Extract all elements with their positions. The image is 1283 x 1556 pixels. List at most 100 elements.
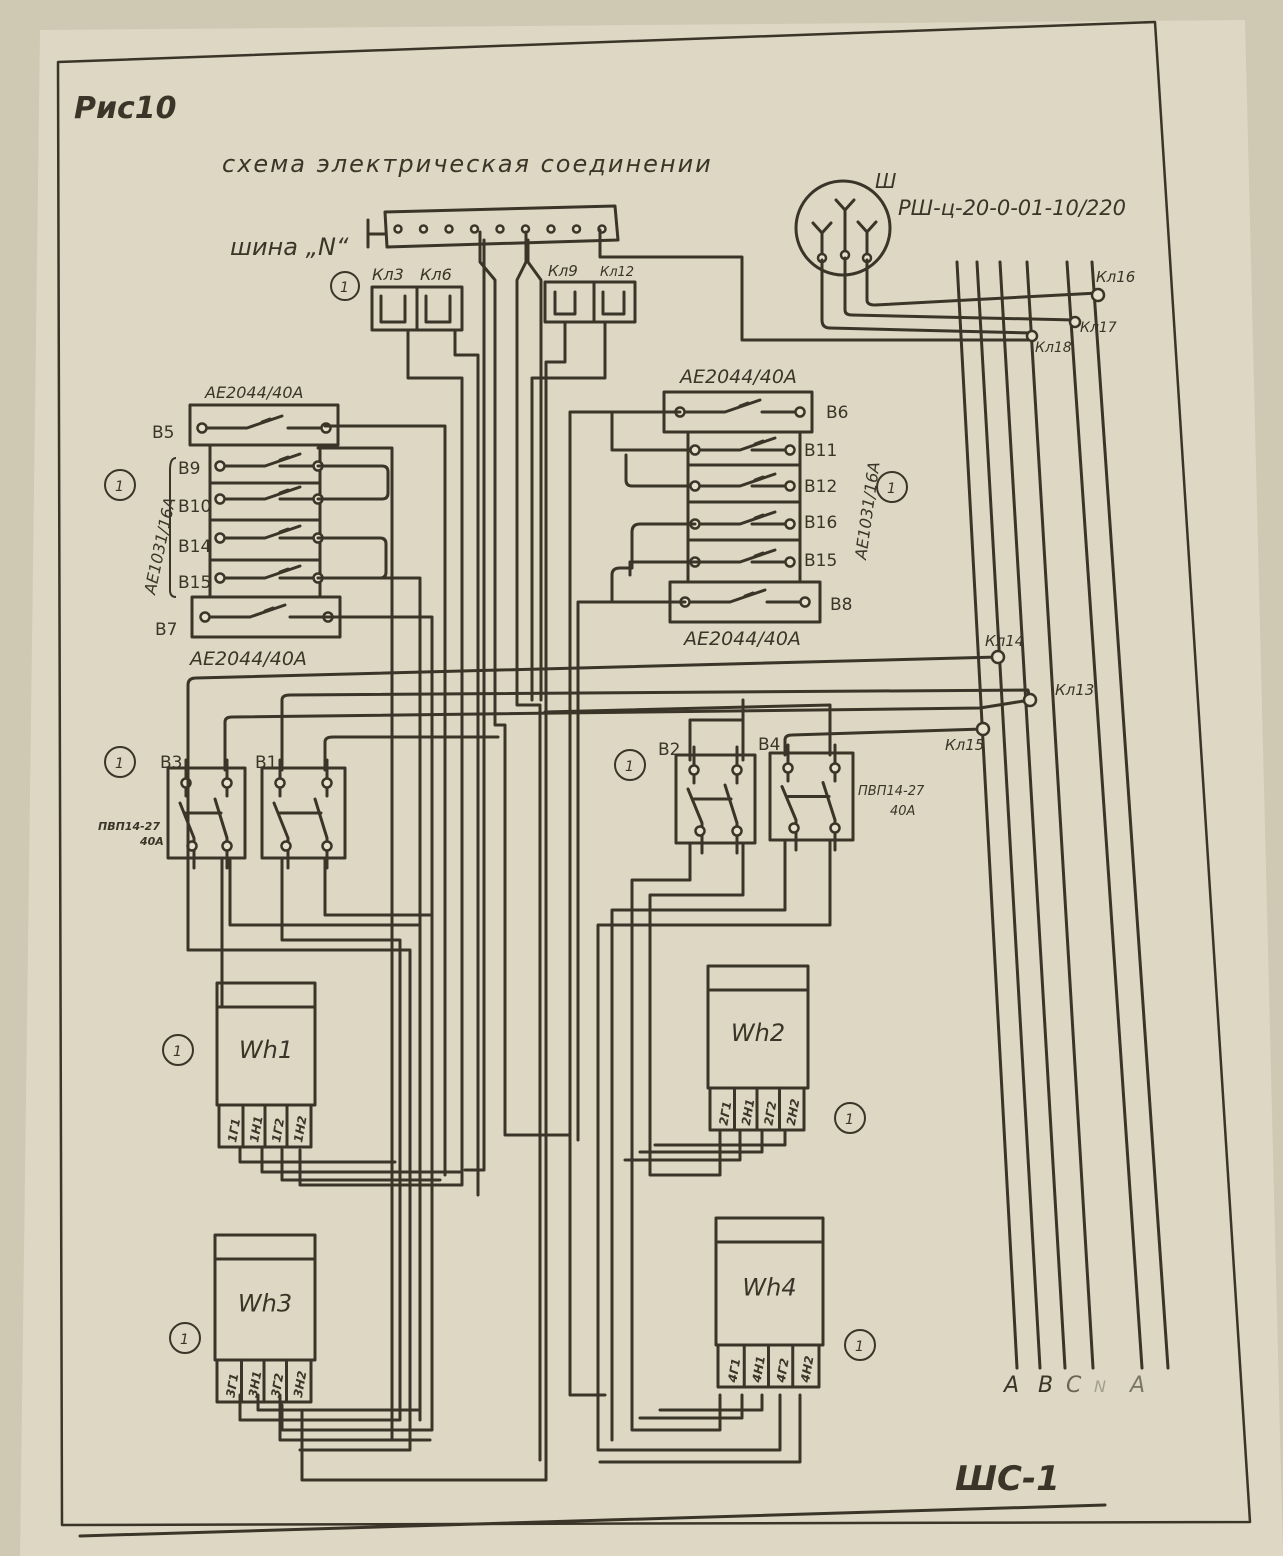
neutral-bus-label: шина „N“ <box>230 233 349 261</box>
terminal-kl13-label: Кл13 <box>1055 681 1094 699</box>
meter-terminal-label: 4Н2 <box>798 1355 817 1385</box>
drawing-code: ШС-1 <box>955 1459 1060 1499</box>
phase-label-a: A <box>1002 1373 1019 1398</box>
breaker-b8-label: B8 <box>830 595 852 615</box>
terminal-kl6-label: Кл6 <box>420 265 452 284</box>
position-marker: 1 <box>173 1044 182 1060</box>
meter-terminal-label: 3Г1 <box>223 1372 241 1398</box>
breaker-b9-label: B9 <box>178 459 200 479</box>
breaker-switch <box>689 436 796 456</box>
position-marker: 1 <box>115 756 124 772</box>
position-marker: 1 <box>180 1332 189 1348</box>
terminal-kl12-label: Кл12 <box>600 265 634 280</box>
meter-name: Wh3 <box>238 1290 292 1318</box>
position-marker: 1 <box>115 479 124 495</box>
breaker-b11-label: B11 <box>804 441 837 461</box>
breaker-switch <box>214 485 324 505</box>
package-switch <box>768 743 855 852</box>
meter-terminal-label: 2Н2 <box>784 1098 802 1127</box>
meter-terminal-label: 1Г1 <box>225 1117 243 1143</box>
paper-sheet <box>20 20 1283 1556</box>
breaker-b14-label: B14 <box>178 537 211 557</box>
phase-label-n: N <box>1094 1377 1106 1396</box>
socket-model: РШ-ц-20-0-01-10/220 <box>898 196 1126 220</box>
meter-terminal-label: 1Г2 <box>269 1117 287 1143</box>
terminal-kl14-label: Кл14 <box>985 632 1024 650</box>
breaker-right-top-label: AE2044/40A <box>678 366 797 388</box>
socket-wires: Кл16 Кл17 Кл18 <box>598 228 1135 356</box>
marker-circle <box>162 1034 194 1066</box>
breaker-b7-switch <box>199 603 334 623</box>
terminal-kl15-label: Кл15 <box>945 736 984 754</box>
breaker-left-bottom-label: AE2044/40A <box>188 648 307 670</box>
marker-circle <box>834 1102 866 1134</box>
socket-rsh: Ш РШ-ц-20-0-01-10/220 <box>794 169 1126 277</box>
package-switch <box>260 758 347 870</box>
breaker-b12-label: B12 <box>804 477 837 497</box>
position-marker: 1 <box>855 1339 864 1355</box>
terminal-kl17-label: Кл17 <box>1080 320 1117 336</box>
meter-terminal-label: 4Г1 <box>725 1357 743 1384</box>
breaker-b10-label: B10 <box>178 497 211 517</box>
meter-terminal-label: 2Н1 <box>739 1098 757 1127</box>
meter-terminal-label: 1Н2 <box>291 1115 309 1144</box>
bus-terminal <box>393 224 403 234</box>
breaker-b6-label: B6 <box>826 403 848 423</box>
terminal-block-left: 1 Кл3 Кл6 <box>330 265 464 332</box>
breaker-b8-switch <box>679 588 811 608</box>
terminal-kl9-label: Кл9 <box>548 262 578 280</box>
breaker-switch <box>214 452 324 472</box>
marker-circle <box>844 1329 876 1361</box>
switch-right-model: ПВП14-27 <box>858 784 925 799</box>
socket-label: Ш <box>875 169 896 193</box>
breaker-b15-label: B15 <box>178 573 211 593</box>
position-marker: 1 <box>845 1112 854 1128</box>
breaker-b7-label: B7 <box>155 620 177 640</box>
terminal-kl16-label: Кл16 <box>1096 268 1135 286</box>
drawing-frame <box>56 20 1252 1527</box>
meter-terminal-label: 2Г2 <box>761 1100 779 1126</box>
switch-b2-label: B2 <box>658 740 680 760</box>
terminal-kl18-label: Кл18 <box>1035 340 1072 356</box>
meter-terminal-label: 3Г2 <box>268 1372 286 1398</box>
breaker-b5-label: B5 <box>152 423 174 443</box>
marker-circle <box>614 749 646 781</box>
switch-left-rating: 40А <box>139 835 164 848</box>
switch-b4-label: B4 <box>758 735 780 755</box>
wiring: Кл14 Кл13 Кл15 <box>186 230 1094 1482</box>
breaker-b6-switch <box>674 398 806 418</box>
meter-name: Wh1 <box>239 1036 293 1064</box>
bus-terminal <box>418 224 429 234</box>
bus-terminal <box>546 224 556 234</box>
meter-terminal-label: 3Н1 <box>246 1370 264 1399</box>
position-marker-circle <box>330 271 360 301</box>
meter-terminal-label: 3Н2 <box>291 1370 309 1399</box>
bus-terminal <box>444 224 454 234</box>
meter-terminal-label: 4Н1 <box>749 1355 768 1385</box>
breaker-right-bottom-label: AE2044/40A <box>682 628 801 650</box>
phase-label-b: B <box>1038 1373 1053 1398</box>
switch-right-rating: 40А <box>890 804 915 819</box>
phase-buses <box>955 260 1170 1370</box>
meter-terminal-label: 1Н1 <box>247 1115 265 1144</box>
marker-circle <box>104 746 136 778</box>
meter-terminal-label: 4Г2 <box>774 1357 792 1384</box>
bus-terminal <box>469 224 480 234</box>
position-marker: 1 <box>887 481 896 497</box>
package-switch <box>166 758 247 870</box>
package-switch <box>674 745 757 855</box>
meter-terminal-label: 2Г1 <box>716 1100 734 1126</box>
figure-label: Рис10 <box>74 91 177 126</box>
switch-b1-label: B1 <box>255 753 277 773</box>
meter-name: Wh2 <box>731 1019 785 1047</box>
terminal-block-right: Кл9 Кл12 <box>543 262 637 324</box>
position-marker: 1 <box>625 759 634 775</box>
svg-text:1: 1 <box>340 280 349 296</box>
breaker-b16-label: B16 <box>804 513 837 533</box>
breaker-switch <box>689 472 796 492</box>
breaker-b15r-label: B15 <box>804 551 837 571</box>
